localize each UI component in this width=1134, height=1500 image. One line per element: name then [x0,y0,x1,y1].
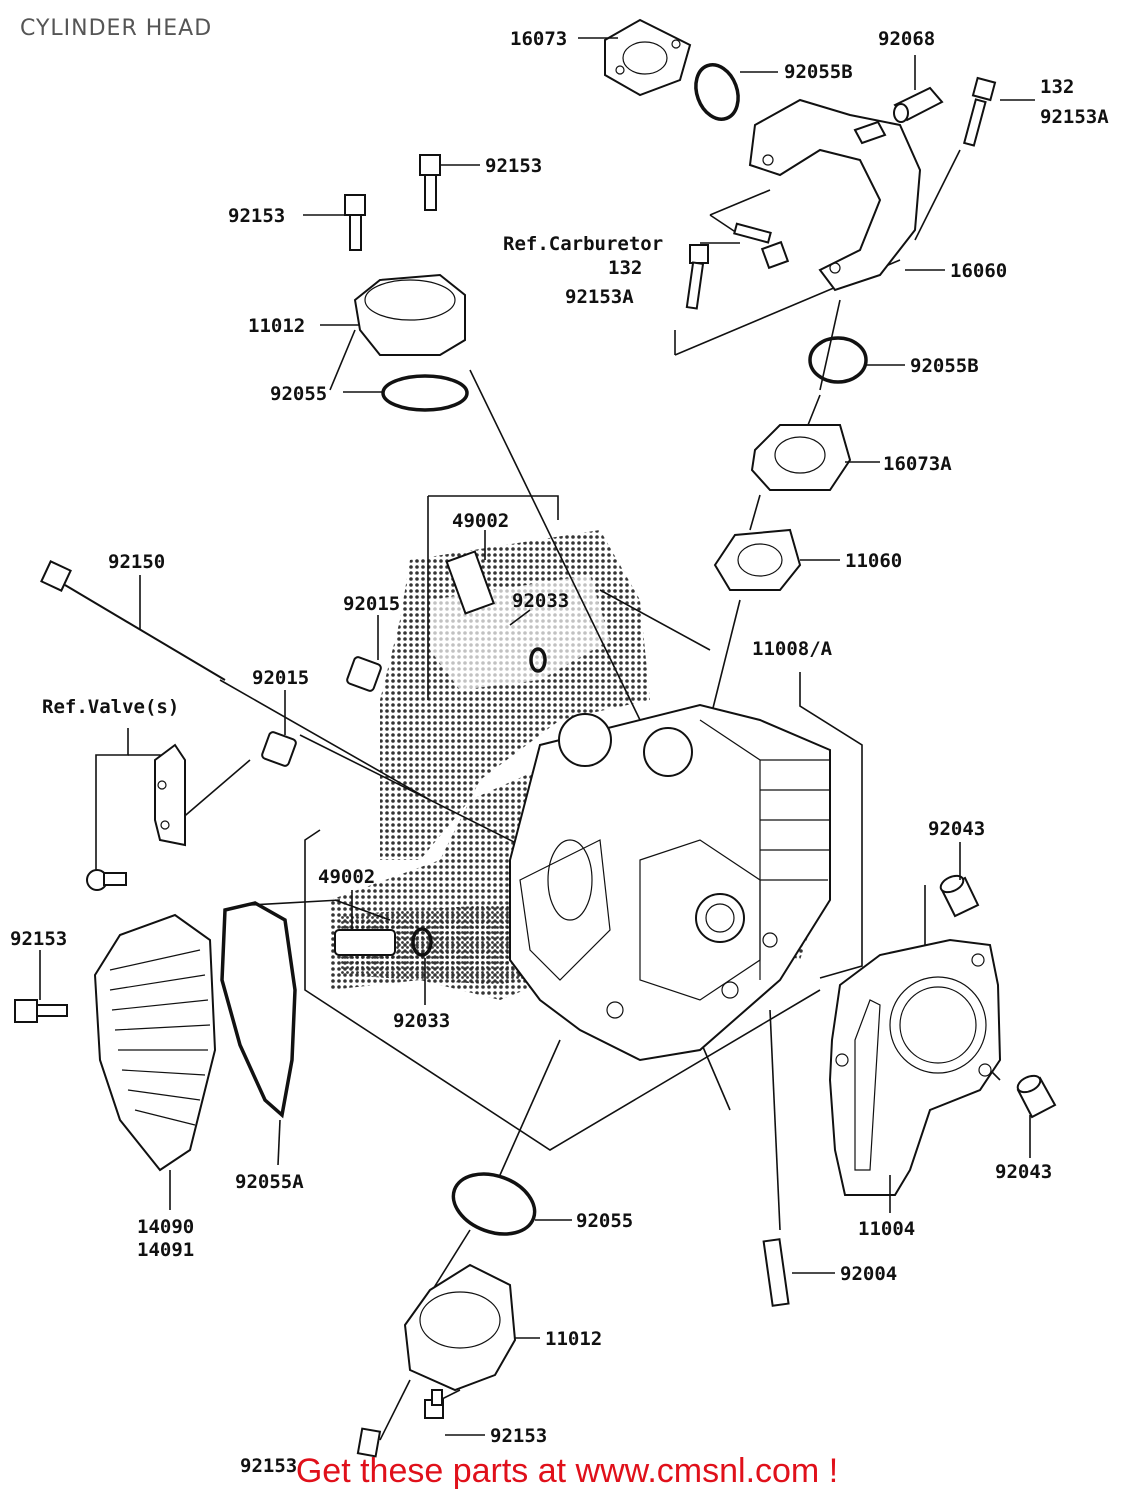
nut-92015-a [346,656,382,692]
valve-plate [86,743,186,891]
o-ring-92055B-top [694,63,740,121]
intake-pipe-16060 [748,98,922,292]
label-92043-bot: 92043 [995,1161,1052,1183]
label-11012-bot: 11012 [545,1328,602,1350]
label-92043-top: 92043 [928,818,985,840]
label-16060: 16060 [950,260,1007,282]
cap-11012-bot [403,1263,517,1392]
cylinder-head-cover-14090 [93,913,217,1172]
gasket-11060 [713,528,802,591]
label-92153A-mid: 92153A [565,286,634,308]
dowel-92043-top [939,874,980,918]
label-92055B-mid: 92055B [910,355,979,377]
label-92055B-top: 92055B [784,61,853,83]
label-92153-left: 92153 [10,928,67,950]
o-ring-92055-top [381,374,469,412]
label-ref-valves: Ref.Valve(s) [42,696,179,718]
label-132-mid: 132 [608,257,642,279]
label-11004: 11004 [858,1218,915,1240]
label-92015-b: 92015 [252,667,309,689]
label-92153-b: 92153 [228,205,285,227]
label-92055-top: 92055 [270,383,327,405]
gasket-92055A [220,901,297,1119]
clip-92033-mid [411,927,433,957]
label-92153-bot: 92153 [490,1425,547,1447]
page-title: CYLINDER HEAD [20,16,213,41]
label-92153A-top: 92153A [1040,106,1109,128]
gasket-11004 [828,938,1002,1196]
o-ring-92055-bot [451,1172,537,1236]
label-132-top: 132 [1040,76,1074,98]
o-ring-92055B-mid [808,336,868,384]
label-49002-top: 49002 [452,510,509,532]
label-14091: 14091 [137,1239,194,1261]
label-92004: 92004 [840,1263,897,1285]
cap-11012-top [353,273,466,356]
leader-lines [39,37,1035,1436]
label-92015-a: 92015 [343,593,400,615]
label-92033-top: 92033 [512,590,569,612]
label-92153-cut: 92153 [240,1455,297,1477]
bolts [14,76,997,1458]
label-ref-carburetor: Ref.Carburetor [503,233,663,255]
label-11012-top: 11012 [248,315,305,337]
nut-92015-b [261,731,297,767]
insulator-16073 [604,18,692,97]
label-92153-a: 92153 [485,155,542,177]
label-92055-bot: 92055 [576,1210,633,1232]
valve-guide-49002-mid [334,929,396,956]
label-11060: 11060 [845,550,902,572]
label-16073A: 16073A [883,453,952,475]
label-49002-mid: 49002 [318,866,375,888]
label-92033-mid: 92033 [393,1010,450,1032]
label-92150: 92150 [108,551,165,573]
label-11008A: 11008/A [752,638,833,660]
dowel-92043-bot [1016,1074,1057,1119]
label-92055A: 92055A [235,1171,304,1193]
valve-guide-49002-top [445,550,495,615]
footer-link-text[interactable]: Get these parts at www.cmsnl.com ! [295,1452,839,1490]
label-16073: 16073 [510,28,567,50]
pipe-92068 [893,86,944,123]
label-92068: 92068 [878,28,935,50]
insulator-16073A [750,424,852,491]
label-14090: 14090 [137,1216,194,1238]
cylinder-head [509,703,831,1062]
part-labels: 16073 92068 92055B 132 92153A 92153 9215… [10,28,1109,1477]
clip-92033-top [529,647,547,673]
stud-92150 [40,560,226,681]
